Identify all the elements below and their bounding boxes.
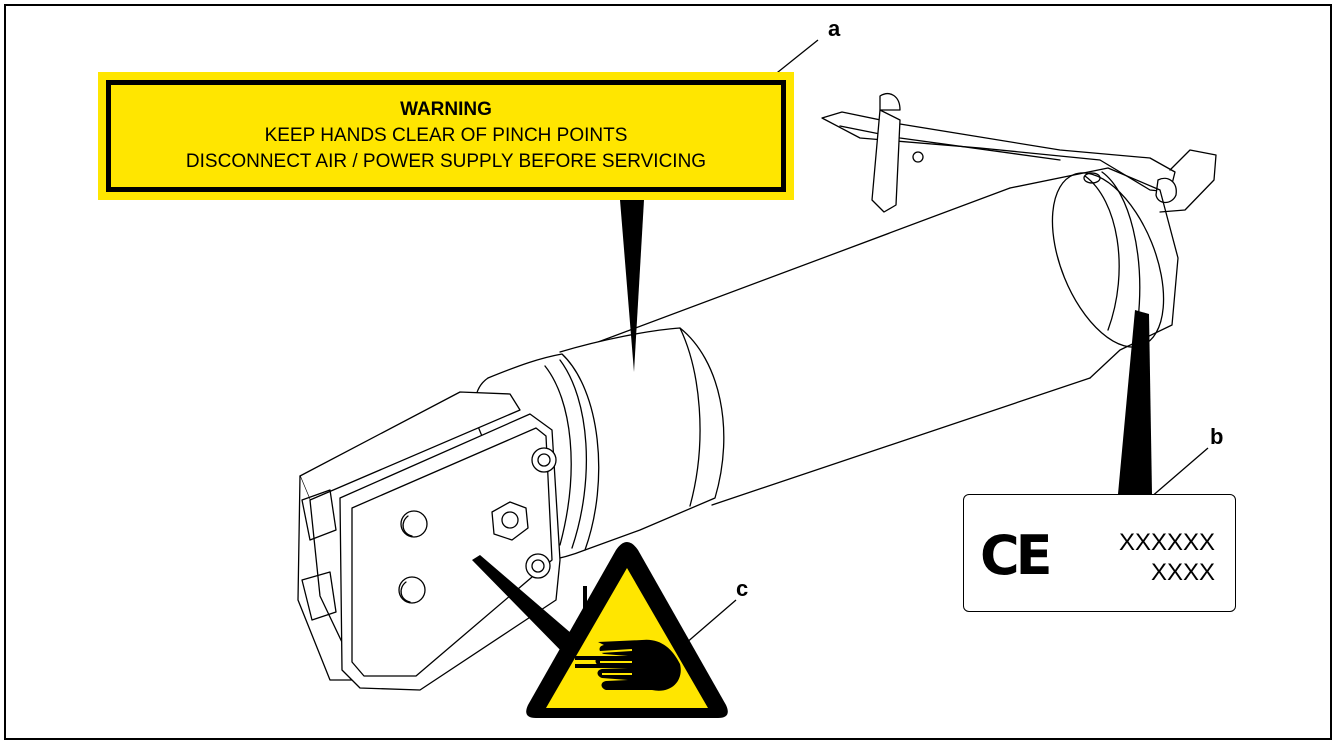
serial-line-2: XXXX (1150, 559, 1215, 586)
warning-line-disconnect: DISCONNECT AIR / POWER SUPPLY BEFORE SER… (185, 151, 707, 172)
warning-title: WARNING (400, 99, 492, 120)
figure-frame (4, 4, 1332, 740)
warning-label: WARNING KEEP HANDS CLEAR OF PINCH POINTS… (98, 72, 794, 200)
leader-line-b (1149, 447, 1209, 499)
hand-crush-warning-icon (526, 542, 728, 718)
cylinder-barrel (549, 167, 1179, 506)
ce-mark: CE (980, 524, 1053, 587)
leader-wedges (472, 200, 1152, 660)
leader-wedge-c (472, 555, 586, 660)
warning-label-border: WARNING KEEP HANDS CLEAR OF PINCH POINTS… (106, 80, 786, 192)
handle-bracket (821, 93, 1217, 213)
callout-b: b (1210, 424, 1224, 449)
callout-a: a (828, 16, 841, 41)
warning-line-pinch: KEEP HANDS CLEAR OF PINCH POINTS (264, 125, 628, 146)
end-cap (297, 391, 561, 691)
leader-wedge-b (1118, 310, 1152, 494)
serial-line-1: XXXXXX (1118, 529, 1215, 556)
ce-plate: CE XXXXXX XXXX (963, 494, 1236, 612)
leader-wedge-a (620, 200, 644, 372)
callout-c: c (736, 576, 749, 601)
